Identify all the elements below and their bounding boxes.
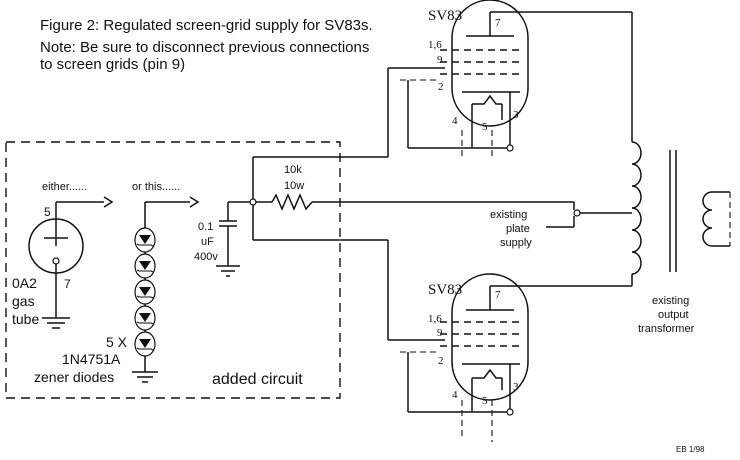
- output-transformer: [631, 12, 731, 286]
- figure-note-line2: to screen grids (pin 9): [40, 56, 185, 73]
- dropping-resistor: [256, 193, 574, 211]
- zener-part-number: 1N4751A: [62, 351, 121, 367]
- plate-supply-line3: supply: [500, 237, 532, 249]
- tube-bottom-pin-5: 5: [482, 395, 488, 407]
- zener-count: 5 X: [106, 334, 128, 350]
- added-circuit-label: added circuit: [212, 371, 303, 388]
- gas-tube-0a2: [28, 196, 114, 329]
- gas-tube-name: 0A2: [12, 275, 37, 291]
- zener-diode: [134, 305, 156, 331]
- zener-diode: [134, 227, 156, 253]
- tube-bottom-pin-4: 4: [452, 389, 458, 401]
- transformer-line1: existing: [652, 295, 689, 307]
- gas-tube-pin-top: 5: [44, 205, 51, 219]
- transformer-line2: output: [658, 309, 689, 321]
- gas-tube-word: tube: [12, 311, 39, 327]
- screen-supply-node: [249, 198, 257, 206]
- plate-supply-line2: plate: [506, 223, 530, 235]
- capacitor-voltage: 400v: [194, 251, 218, 263]
- tube-bottom-pin-screen: 9: [437, 327, 443, 339]
- tube-top-sv83: [400, 0, 632, 158]
- gas-tube-type: gas: [12, 293, 35, 309]
- tube-top-pin-grids: 1,6: [428, 39, 442, 51]
- tube-bottom-label: SV83: [428, 282, 462, 298]
- tube-bottom-sv83: [400, 273, 632, 442]
- tube-bottom-pin-plate: 7: [495, 289, 501, 301]
- zener-diode-stack: [132, 196, 200, 383]
- tube-top-pin-3: 3: [513, 109, 519, 121]
- tube-top-label: SV83: [428, 8, 462, 24]
- added-circuit-box: [5, 141, 341, 399]
- capacitor-value: 0.1: [198, 221, 213, 233]
- tube-bottom-pin-3: 3: [513, 381, 519, 393]
- plate-supply-line1: existing: [490, 209, 527, 221]
- plate-supply-terminal: [573, 209, 581, 217]
- figure-title: Figure 2: Regulated screen-grid supply f…: [40, 17, 373, 34]
- tube-top-pin-screen: 9: [437, 54, 443, 66]
- tube-bottom-pin-grids: 1,6: [428, 313, 442, 325]
- gas-tube-pin-bottom: 7: [64, 277, 71, 291]
- zener-description: zener diodes: [34, 369, 114, 385]
- tube-top-pin-2: 2: [438, 81, 444, 93]
- tube-top-pin-plate: 7: [495, 17, 501, 29]
- tube-top-pin-5: 5: [482, 121, 488, 133]
- filter-capacitor: [216, 201, 250, 277]
- or-this-label: or this......: [132, 181, 180, 193]
- tube-bottom-pin-2: 2: [438, 355, 444, 367]
- capacitor-unit: uF: [201, 236, 214, 248]
- transformer-line3: transformer: [638, 323, 695, 335]
- either-label: either......: [42, 181, 87, 193]
- resistor-wattage: 10w: [284, 180, 304, 192]
- figure-note-line1: Note: Be sure to disconnect previous con…: [40, 39, 369, 56]
- figure-credit: EB 1/98: [676, 445, 705, 454]
- zener-diode: [134, 331, 156, 357]
- zener-diode: [134, 253, 156, 279]
- tube-top-pin-4: 4: [452, 115, 458, 127]
- resistor-value: 10k: [284, 164, 302, 176]
- zener-diode: [134, 279, 156, 305]
